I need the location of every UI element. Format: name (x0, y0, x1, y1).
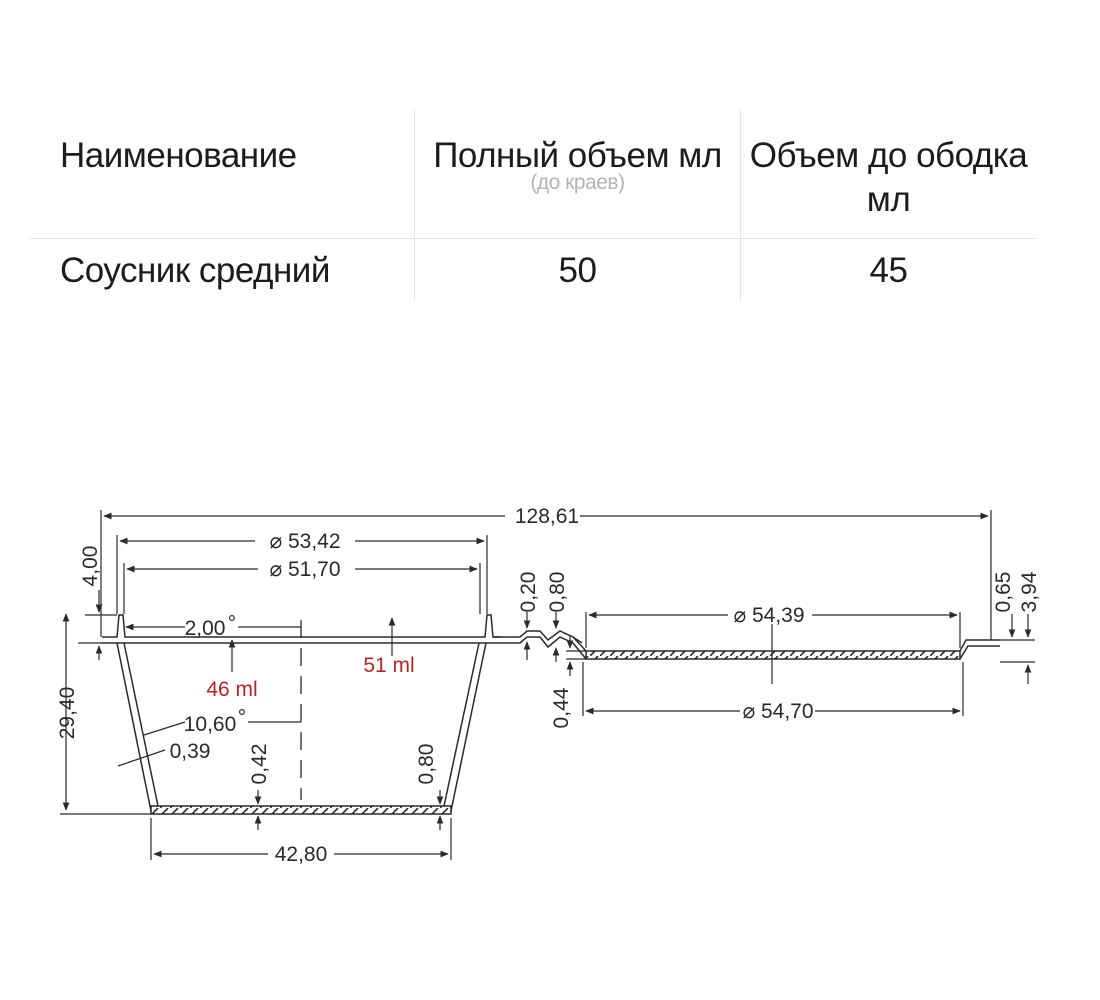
dim-diam-top-outer: ⌀ 53,42 (269, 530, 340, 553)
volume-46-label: 46 ml (206, 678, 257, 701)
dim-overall-length: 128,61 (515, 505, 579, 528)
dim-lid-thickness: 0,44 (550, 687, 573, 728)
cell-rim-volume: 45 (740, 239, 1036, 301)
header-full-volume-note: (до краев) (530, 171, 625, 194)
header-full-volume-label: Полный объем мл (433, 136, 722, 175)
dim-height: 29,40 (56, 687, 79, 740)
volume-51-label: 51 ml (363, 654, 414, 677)
handle-profile (493, 630, 583, 649)
header-rim-volume: Объем до ободка мл (740, 110, 1036, 238)
dim-handle-thickness-1: 0,20 (517, 572, 540, 613)
cell-full-volume: 50 (414, 239, 740, 301)
dim-wall-angle: 10,60 (184, 713, 237, 736)
degree-mark-2: ° (238, 706, 246, 729)
header-full-volume: Полный объем мл (до краев) (414, 110, 740, 238)
header-name: Наименование (60, 136, 297, 175)
bowl-profile (102, 614, 500, 815)
dim-bottom-length: 42,80 (275, 843, 328, 866)
dim-lid-rim-1: 0,65 (992, 572, 1015, 613)
volume-table: Наименование Полный объем мл (до краев) … (30, 110, 1036, 301)
dim-rim-width: 2,00 (185, 617, 226, 640)
dim-lid-rim-2: 3,94 (1018, 571, 1041, 612)
dim-lid-diam-bottom: ⌀ 54,70 (742, 700, 813, 723)
dim-lid-diam-top: ⌀ 54,39 (733, 604, 804, 627)
dim-handle-thickness-2: 0,80 (546, 572, 569, 613)
degree-mark-1: ° (228, 612, 236, 635)
dim-bottom-outer: 0,80 (415, 744, 438, 785)
dim-rim-height: 4,00 (79, 546, 102, 587)
table-header-row: Наименование Полный объем мл (до краев) … (30, 110, 1036, 239)
lid-profile (572, 636, 1000, 660)
dim-bottom-inner: 0,42 (248, 744, 271, 785)
dim-diam-top-inner: ⌀ 51,70 (269, 558, 340, 581)
table-row: Соусник средний 50 45 (30, 239, 1036, 301)
dimension-lines (60, 510, 1035, 860)
dim-wall-thickness: 0,39 (170, 740, 211, 763)
cell-name: Соусник средний (60, 251, 330, 290)
